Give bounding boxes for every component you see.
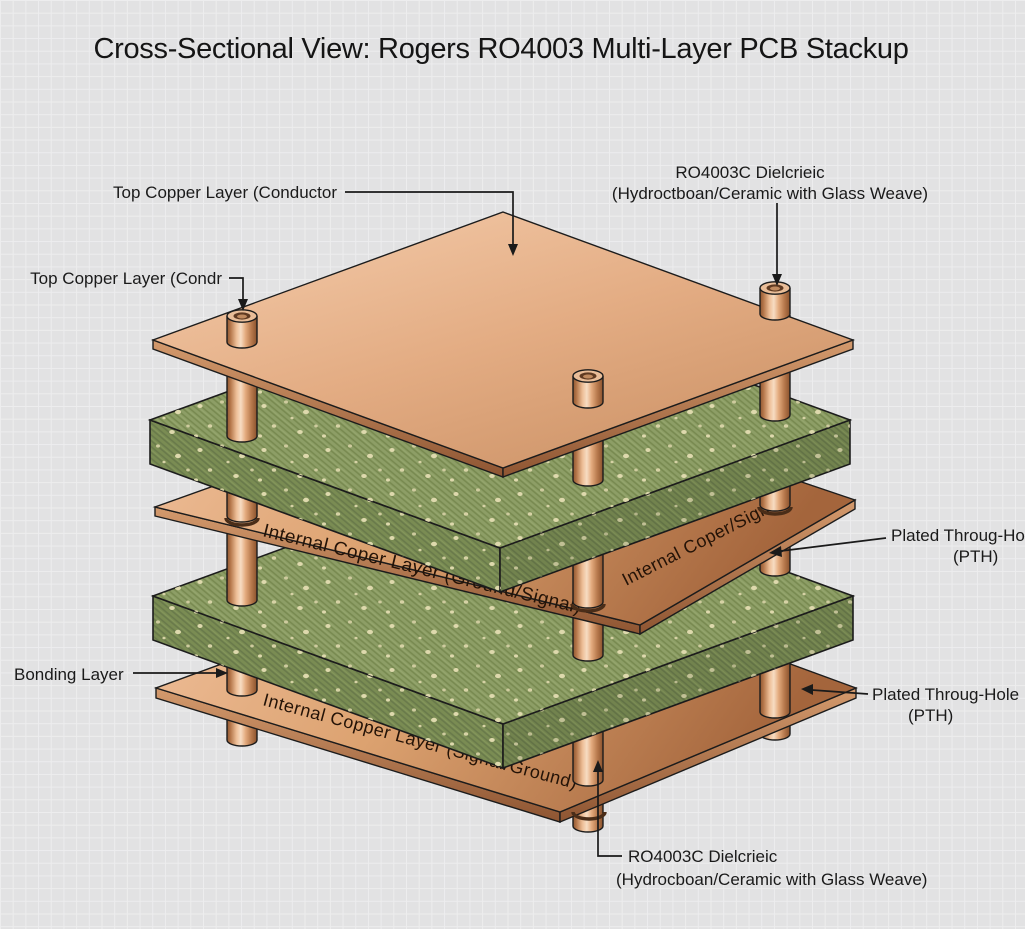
arrowhead-left-icon: [769, 546, 782, 557]
diel1-right-face-speckles: [500, 420, 850, 592]
leader-top-copper-conductor: [345, 191, 514, 248]
arrowhead-right-icon: [216, 668, 228, 678]
via-hole-rim-mid-left: [224, 517, 260, 527]
label-pth-right-line2: (PTH): [953, 547, 998, 566]
leader-top-copper-condr: [229, 277, 244, 301]
top-plate-top: [150, 211, 856, 469]
label-bonding-layer: Bonding Layer: [14, 665, 124, 684]
diel2-left-face-speckles: [153, 596, 503, 768]
via-segment-middle: [572, 555, 604, 609]
via-hole-rim-bottom-middle: [571, 811, 607, 821]
via-ring-left: [226, 309, 258, 349]
via-hole-rim-mid-middle: [570, 603, 606, 613]
callout-labels: Cross-Sectional View: Rogers RO4003 Mult…: [14, 33, 1025, 889]
arrowhead-up-icon: [593, 760, 603, 772]
via-hole-rim-mid-right: [757, 506, 793, 516]
label-dielectric-top-line2: (Hydroctboan/Ceramic with Glass Weave): [612, 184, 928, 203]
diel2-right-face-shade: [503, 596, 853, 768]
leader-pth-bottom: [811, 689, 869, 695]
label-dielectric-bottom-line1: RO4003C Dielcrieic: [628, 847, 778, 866]
arrowhead-down-icon: [772, 274, 782, 286]
via-ring-middle: [572, 369, 604, 409]
label-dielectric-bottom-line2: (Hydrocboan/Ceramic with Glass Weave): [616, 870, 927, 889]
label-pth-right-line1: Plated Throug-Ho: [891, 526, 1025, 545]
diel1-left-face-speckles: [150, 420, 500, 592]
arrowhead-down-icon: [238, 299, 248, 311]
arrowhead-down-icon: [508, 244, 518, 256]
leader-lines: [133, 191, 887, 857]
label-top-copper-condr: Top Copper Layer (Condr: [30, 269, 222, 288]
diel1-right-face-shade: [500, 420, 850, 592]
label-top-copper-conductor: Top Copper Layer (Conductor: [113, 183, 337, 202]
diagram-title: Cross-Sectional View: Rogers RO4003 Mult…: [93, 33, 908, 65]
top-copper-plate: [150, 211, 856, 479]
leader-pth-right: [780, 537, 887, 552]
label-pth-bottom-line2: (PTH): [908, 706, 953, 725]
via-ring-right: [759, 281, 791, 321]
arrowhead-left-icon: [801, 684, 813, 695]
label-pth-bottom-line1: Plated Throug-Hole: [872, 685, 1019, 704]
leader-dielectric-bottom: [597, 768, 622, 857]
diel2-right-face-speckles: [503, 596, 853, 768]
via-rings: [226, 281, 791, 409]
label-dielectric-top-line1: RO4003C Dielcrieic: [675, 163, 825, 182]
